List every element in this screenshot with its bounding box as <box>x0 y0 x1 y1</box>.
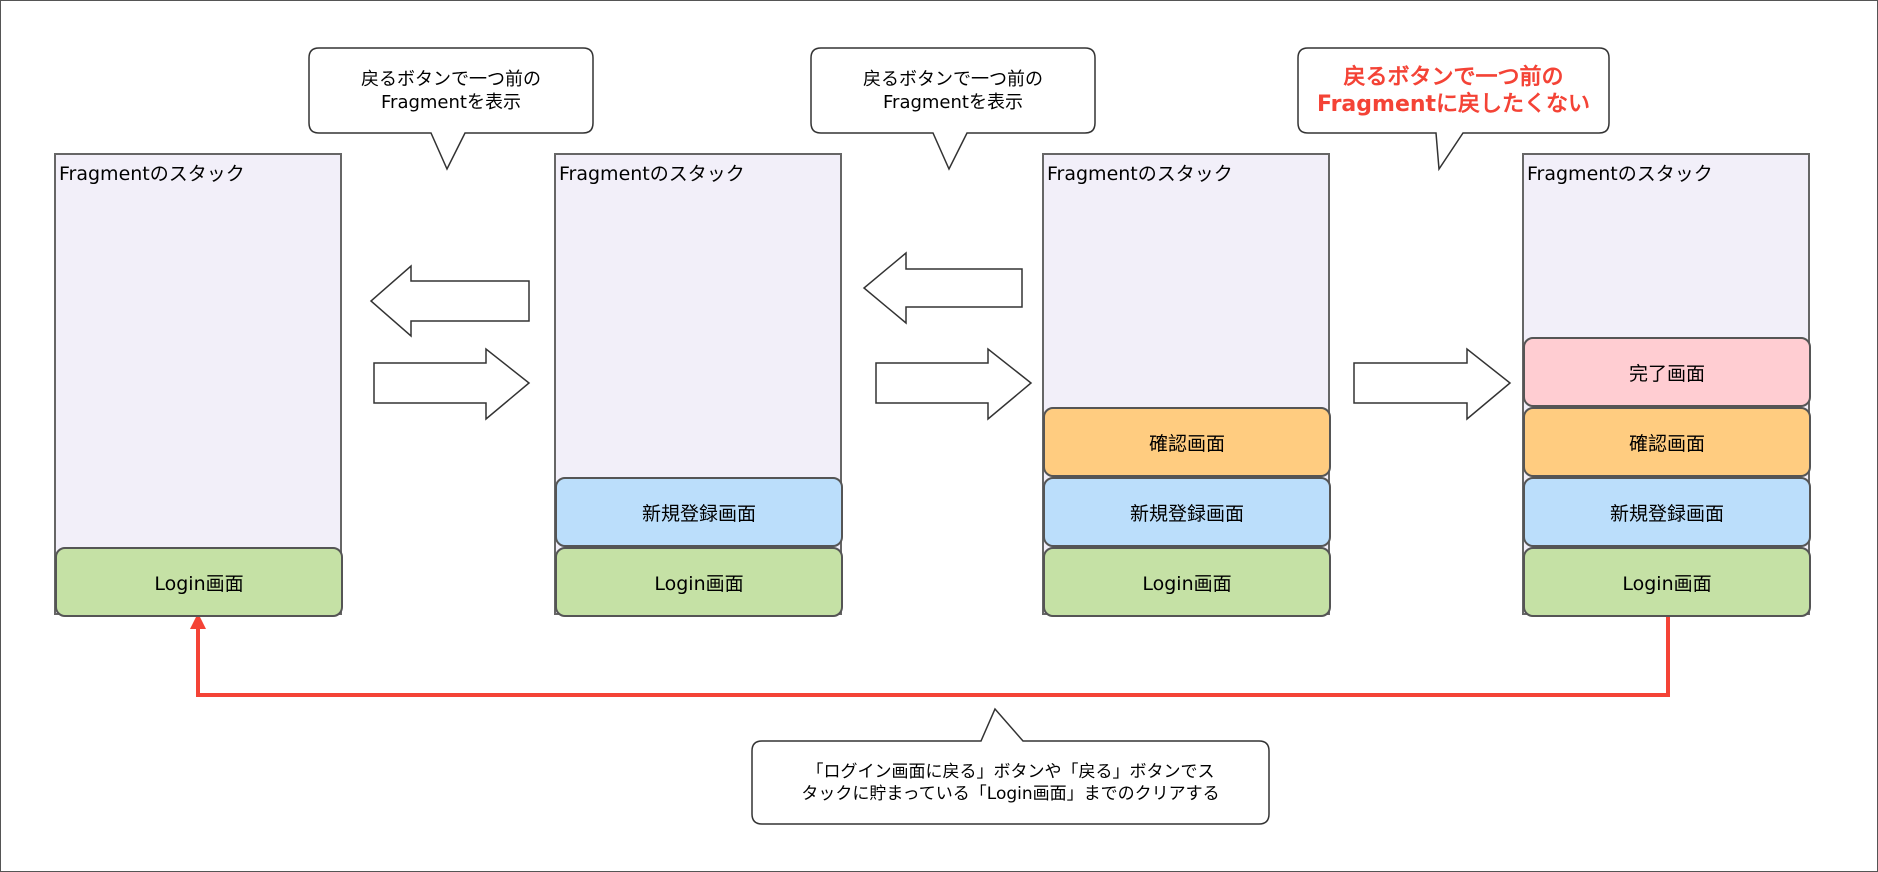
confirm-screen-block: 確認画面 <box>1523 407 1811 477</box>
callout-line: 戻るボタンで一つ前の <box>1343 64 1564 90</box>
callout-line: Fragmentを表示 <box>381 91 521 113</box>
fragment-stack-1: Fragmentのスタック Login画面 <box>54 153 343 617</box>
stack-title: Fragmentのスタック <box>559 163 745 185</box>
callout-line: 戻るボタンで一つ前の <box>361 68 541 90</box>
callout-text-1: 戻るボタンで一つ前の Fragmentを表示 <box>309 48 593 133</box>
callout-text-bottom: 「ログイン画面に戻る」ボタンや「戻る」ボタンでス タックに貯まっている「Logi… <box>752 741 1269 824</box>
back-arrow-1 <box>369 264 530 338</box>
login-screen-block: Login画面 <box>1043 547 1331 617</box>
forward-arrow-3 <box>1353 347 1512 421</box>
back-arrow-2 <box>862 251 1023 325</box>
callout-text-2: 戻るボタンで一つ前の Fragmentを表示 <box>811 48 1095 133</box>
register-screen-block: 新規登録画面 <box>1043 477 1331 547</box>
callout-line: 「ログイン画面に戻る」ボタンや「戻る」ボタンでス <box>806 761 1215 782</box>
confirm-screen-block: 確認画面 <box>1043 407 1331 477</box>
stack-title: Fragmentのスタック <box>59 163 245 185</box>
callout-bubble-warning <box>1297 47 1610 172</box>
register-screen-block: 新規登録画面 <box>1523 477 1811 547</box>
fragment-stack-2: Fragmentのスタック Login画面 新規登録画面 <box>554 153 843 617</box>
callout-line: 戻るボタンで一つ前の <box>863 68 1043 90</box>
callout-line: Fragmentを表示 <box>883 91 1023 113</box>
fragment-stack-4: Fragmentのスタック Login画面 新規登録画面 確認画面 完了画面 <box>1522 153 1811 617</box>
forward-arrow-2 <box>875 347 1033 421</box>
callout-line: Fragmentに戻したくない <box>1316 91 1591 117</box>
forward-arrow-1 <box>373 347 531 421</box>
callout-bubble-1 <box>308 47 594 171</box>
fragment-stack-3: Fragmentのスタック Login画面 新規登録画面 確認画面 <box>1042 153 1331 617</box>
complete-screen-block: 完了画面 <box>1523 337 1811 407</box>
callout-text-warning: 戻るボタンで一つ前の Fragmentに戻したくない <box>1298 48 1609 133</box>
login-screen-block: Login画面 <box>555 547 843 617</box>
login-screen-block: Login画面 <box>55 547 343 617</box>
callout-bubble-bottom <box>751 707 1270 825</box>
return-to-login-connector <box>190 613 1670 697</box>
callout-line: タックに貯まっている「Login画面」までのクリアする <box>801 783 1220 804</box>
stack-title: Fragmentのスタック <box>1527 163 1713 185</box>
stack-title: Fragmentのスタック <box>1047 163 1233 185</box>
register-screen-block: 新規登録画面 <box>555 477 843 547</box>
callout-bubble-2 <box>810 47 1096 171</box>
login-screen-block: Login画面 <box>1523 547 1811 617</box>
